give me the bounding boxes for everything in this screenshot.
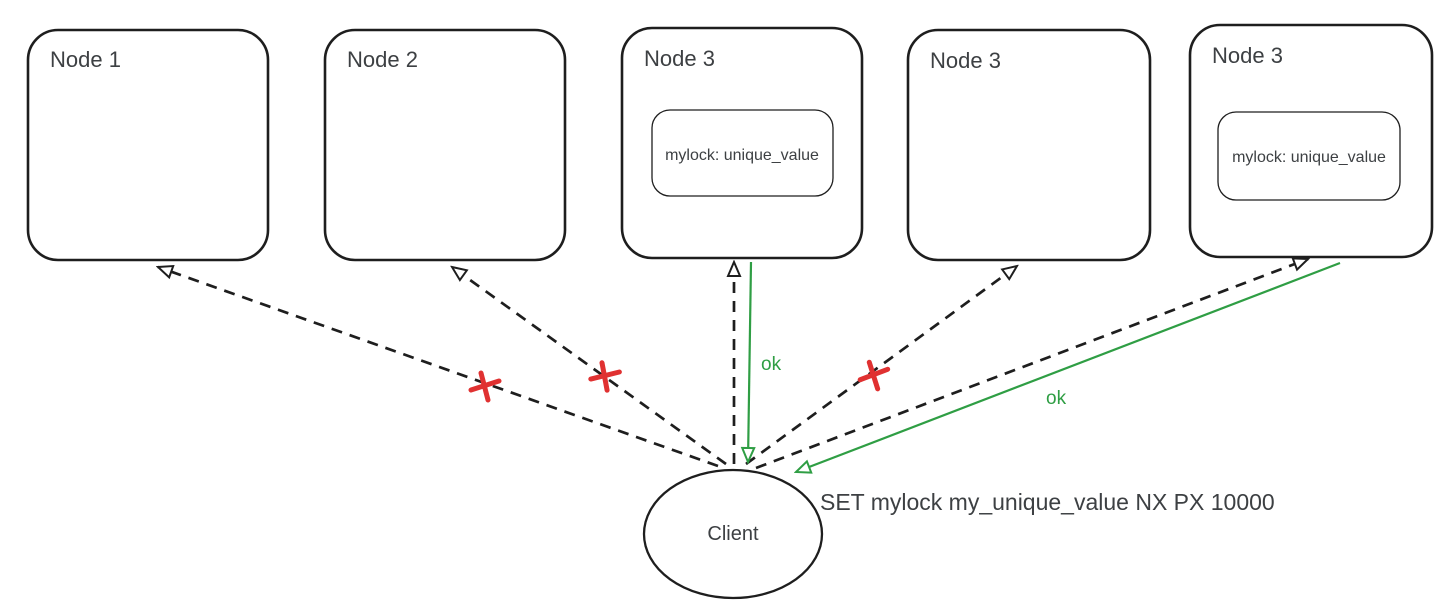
node-rect (906, 28, 1152, 262)
ok-arrow-node-5 (796, 261, 1341, 472)
node-label: Node 3 (1212, 43, 1283, 68)
node-label: Node 3 (930, 48, 1001, 73)
client-node: Client (642, 468, 824, 600)
x-stroke (468, 378, 502, 393)
client-ellipse (642, 468, 824, 600)
ok-arrow-node-3 (748, 261, 751, 462)
x-stroke (857, 366, 891, 383)
lock-record-label: mylock: unique_value (665, 147, 819, 164)
node-box-3: Node 3 mylock: unique_value (620, 26, 864, 260)
node-box-4: Node 3 (906, 28, 1152, 262)
x-stroke (588, 369, 622, 382)
node-label: Node 1 (50, 47, 121, 72)
node-box-1: Node 1 (26, 28, 270, 262)
lock-record-box (651, 109, 834, 197)
node-box-5: Node 3 mylock: unique_value (1188, 23, 1434, 259)
client-label: Client (707, 523, 759, 545)
lock-record-box (1217, 111, 1401, 201)
fail-x-mark-2 (588, 360, 622, 393)
node-rect (323, 28, 567, 262)
request-arrow-node-2 (452, 267, 727, 466)
request-arrow-node-5 (755, 259, 1308, 470)
node-label: Node 3 (644, 46, 715, 71)
node-box-2: Node 2 (323, 28, 567, 262)
ok-arrows: ok ok (748, 261, 1341, 472)
request-arrows (158, 259, 1308, 470)
fail-marks (468, 359, 891, 403)
lock-record-label: mylock: unique_value (1232, 149, 1386, 166)
request-arrow-node-1 (158, 267, 719, 468)
request-arrow-node-4 (745, 266, 1017, 466)
ok-label-2: ok (1046, 388, 1067, 409)
fail-x-mark-3 (857, 359, 891, 392)
set-command-text: SET mylock my_unique_value NX PX 10000 (820, 489, 1275, 515)
node-label: Node 2 (347, 47, 418, 72)
ok-label-1: ok (761, 354, 782, 375)
fail-x-mark-1 (468, 370, 502, 403)
node-rect (26, 28, 270, 262)
